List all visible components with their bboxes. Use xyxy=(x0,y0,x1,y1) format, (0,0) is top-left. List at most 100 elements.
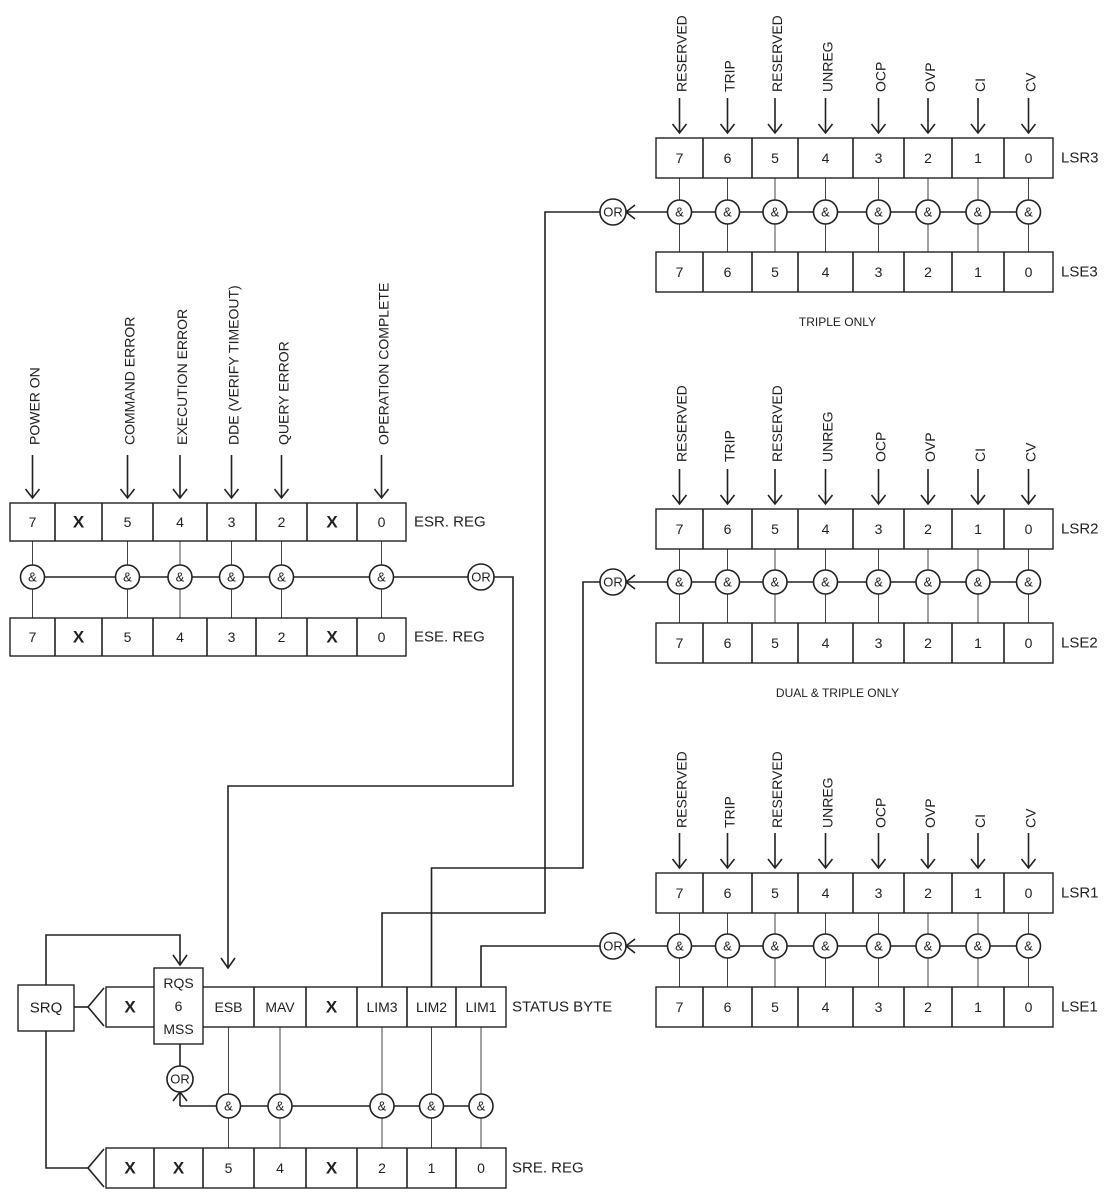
lsr2-and-gate xyxy=(762,569,788,595)
sre-label: SRE. REG xyxy=(512,1160,584,1177)
and-gate-symbol: & xyxy=(771,205,780,220)
cell-value: LIM3 xyxy=(366,999,397,1015)
lsr1-and-gate xyxy=(1015,933,1042,959)
lsr2-and-gate xyxy=(965,569,991,595)
cell-value: 7 xyxy=(676,635,684,651)
lsr1-and-gate xyxy=(915,933,941,959)
lsr2-and-gate xyxy=(714,569,741,595)
or-gate-symbol: OR xyxy=(170,1072,190,1087)
cell-value: 3 xyxy=(228,629,236,645)
arrowhead-icon xyxy=(870,494,887,506)
cell-value: 4 xyxy=(176,629,184,645)
bit-label: RESERVED xyxy=(769,15,785,92)
cell-value: 7 xyxy=(676,999,684,1015)
lsr3-register xyxy=(655,137,1054,179)
cell-value: 2 xyxy=(278,514,286,530)
cell-value: 1 xyxy=(428,1160,436,1176)
srq-label: SRQ xyxy=(30,1000,63,1017)
srq-feedback-wire xyxy=(45,934,181,985)
and-gate-symbol: & xyxy=(276,1099,285,1114)
cell-value: 0 xyxy=(378,514,386,530)
cell-value: 0 xyxy=(1025,885,1033,901)
and-gate-symbol: & xyxy=(821,939,830,954)
cell-value: 5 xyxy=(771,885,779,901)
bit-label: CV xyxy=(1023,442,1039,462)
cell-value: 1 xyxy=(974,885,982,901)
sre-or-gate xyxy=(166,1065,194,1093)
cell-value: 2 xyxy=(924,264,932,280)
cell-value: LIM2 xyxy=(416,999,447,1015)
cell-value: 6 xyxy=(724,885,732,901)
arrowhead-icon xyxy=(767,123,783,135)
lsr2-and-gate xyxy=(1015,569,1042,595)
lsr2-enable-register xyxy=(655,622,1054,664)
bit-label: CI xyxy=(972,78,988,92)
cell-value: 3 xyxy=(875,150,883,166)
and-gate-symbol: & xyxy=(377,570,386,585)
and-gate-symbol: & xyxy=(974,205,983,220)
arrowhead-icon xyxy=(671,858,688,870)
cell-value: 5 xyxy=(771,264,779,280)
cell-value: 4 xyxy=(822,521,830,537)
cell-value: 1 xyxy=(974,264,982,280)
cell-value: 5 xyxy=(124,629,132,645)
and-gate-symbol: & xyxy=(723,939,732,954)
cell-value: 4 xyxy=(176,514,184,530)
and-gate-symbol: & xyxy=(227,570,236,585)
esr-and-gate xyxy=(268,564,295,590)
esr-and-gate xyxy=(19,564,46,590)
bit-label: OCP xyxy=(873,432,889,462)
cell-value: 7 xyxy=(29,629,37,645)
arrowhead-icon xyxy=(767,494,783,506)
cell-value: X xyxy=(326,628,338,647)
and-gate-symbol: & xyxy=(821,205,830,220)
lsr3-and-gate xyxy=(915,199,941,225)
cell-value: 5 xyxy=(771,150,779,166)
cell-value: 7 xyxy=(676,264,684,280)
sre-and-gate xyxy=(468,1093,494,1119)
cell-value: 0 xyxy=(1025,999,1033,1015)
cell-value: 7 xyxy=(676,521,684,537)
bit-label: OVP xyxy=(922,62,938,92)
arrowhead-icon xyxy=(671,123,688,135)
lsr1-enable-register xyxy=(655,986,1054,1028)
bit-label: CV xyxy=(1023,72,1039,92)
and-gate-symbol: & xyxy=(1024,939,1033,954)
cell-value: 2 xyxy=(924,885,932,901)
lsr3-and-gate xyxy=(762,199,788,225)
bit-label: COMMAND ERROR xyxy=(122,317,138,445)
sre-and-gate xyxy=(267,1093,293,1119)
bit-label: QUERY ERROR xyxy=(276,341,292,445)
cell-value: 0 xyxy=(1025,635,1033,651)
cell-value: 1 xyxy=(974,150,982,166)
arrowhead-icon xyxy=(817,123,834,135)
and-gate-symbol: & xyxy=(924,205,933,220)
srq-sre-wire xyxy=(45,1031,88,1169)
bit-label: OCP xyxy=(873,798,889,828)
cell-value: MAV xyxy=(265,999,295,1015)
cell-value: 4 xyxy=(822,150,830,166)
and-gate-symbol: & xyxy=(28,570,37,585)
cell-value: ESB xyxy=(214,999,242,1015)
cell-value: 6 xyxy=(724,264,732,280)
cell-value: 5 xyxy=(124,514,132,530)
cell-value: 4 xyxy=(822,264,830,280)
cell-value: 1 xyxy=(974,999,982,1015)
esr-or-gate xyxy=(467,563,495,591)
and-gate-symbol: & xyxy=(723,575,732,590)
and-gate-symbol: & xyxy=(1024,575,1033,590)
arrowhead-icon xyxy=(970,123,986,135)
cell-value: LIM1 xyxy=(465,999,496,1015)
lsr3-and-gate xyxy=(1015,199,1042,225)
bit-label: OCP xyxy=(873,62,889,92)
arrowhead-icon xyxy=(719,858,736,870)
esr-and-gate xyxy=(114,564,141,590)
lsr1-enable-label: LSE1 xyxy=(1061,999,1098,1016)
lsr3-note: TRIPLE ONLY xyxy=(799,315,876,329)
lsr3-enable-label: LSE3 xyxy=(1061,264,1098,281)
lsr1-label: LSR1 xyxy=(1061,885,1099,902)
arrowhead-icon xyxy=(273,488,290,500)
lsr2-enable-label: LSE2 xyxy=(1061,635,1098,652)
